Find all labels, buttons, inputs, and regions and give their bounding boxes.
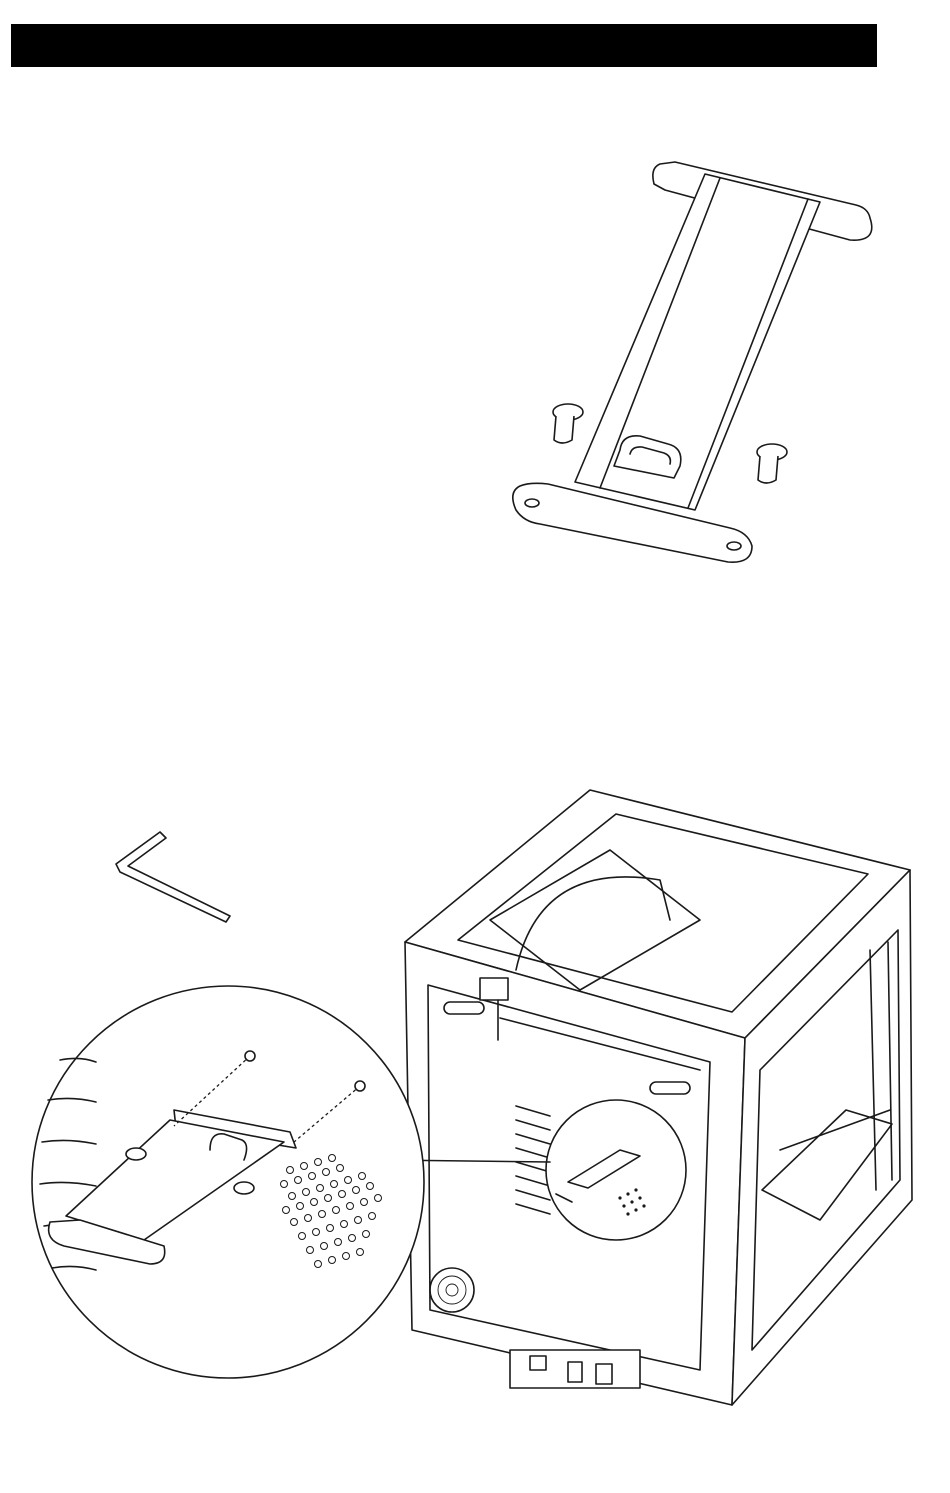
header-bar	[11, 24, 877, 67]
zoom-detail	[32, 986, 424, 1378]
screw-left	[553, 404, 583, 443]
printer-illustration	[20, 770, 930, 1420]
printer-body	[405, 790, 912, 1405]
handle-illustration	[490, 150, 890, 570]
screw-right	[757, 444, 787, 483]
